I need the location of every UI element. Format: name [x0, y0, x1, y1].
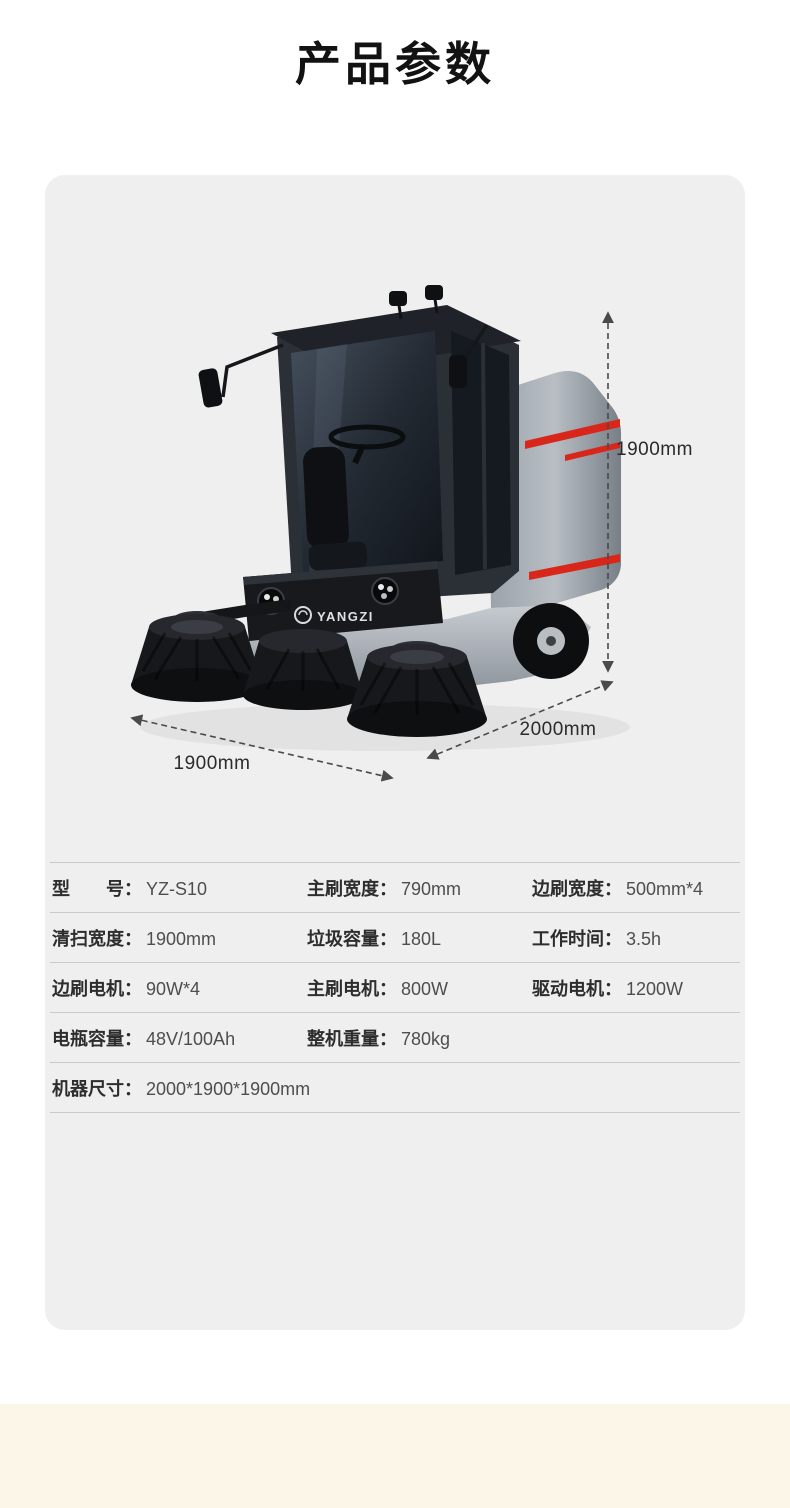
main-brush-center: [243, 629, 363, 710]
brand-logo: YANGZI: [294, 606, 374, 624]
spec-label: 工作时间：: [532, 928, 622, 949]
side-brush-left: [131, 611, 263, 702]
spec-cell-weight: 整机重量： 780kg: [305, 1025, 530, 1051]
beacon-lights: [389, 285, 443, 320]
spec-cell-model: 型 号： YZ-S10: [50, 875, 305, 901]
dimension-width-label: 1900mm: [173, 753, 251, 774]
product-card: YANGZI: [45, 175, 745, 1330]
headlight-right: [371, 577, 399, 605]
spec-cell-drive-motor: 驱动电机： 1200W: [530, 975, 740, 1001]
spec-cell-work-time: 工作时间： 3.5h: [530, 925, 740, 951]
spec-label: 型 号：: [52, 878, 142, 899]
page-title: 产品参数: [295, 38, 495, 90]
spec-label: 边刷宽度：: [532, 878, 622, 899]
spec-value: 790mm: [401, 878, 462, 899]
spec-value: YZ-S10: [146, 878, 208, 899]
spec-label: 主刷宽度：: [307, 878, 397, 899]
dimension-height-label: 1900mm: [616, 439, 693, 460]
side-mirrors: [198, 324, 489, 408]
spec-value: 3.5h: [626, 928, 662, 949]
rear-wheel: [513, 603, 589, 679]
red-stripe-bottom: [529, 554, 620, 580]
spec-row: 电瓶容量： 48V/100Ah 整机重量： 780kg: [50, 1013, 740, 1063]
driver-seat: [303, 446, 349, 550]
spec-row: 机器尺寸： 2000*1900*1900mm: [50, 1063, 740, 1113]
spec-cell-bin-capacity: 垃圾容量： 180L: [305, 925, 530, 951]
spec-label: 清扫宽度：: [52, 928, 142, 949]
spec-label: 垃圾容量：: [307, 928, 397, 949]
spec-value: 780kg: [401, 1028, 451, 1049]
spec-value: 180L: [401, 928, 442, 949]
machine-cabin: [271, 305, 521, 605]
spec-label: 驱动电机：: [532, 978, 622, 999]
side-brush-right: [347, 641, 487, 737]
spec-label: 主刷电机：: [307, 978, 397, 999]
spec-cell-main-brush-motor: 主刷电机： 800W: [305, 975, 530, 1001]
spec-label: 机器尺寸：: [52, 1078, 142, 1099]
spec-row: 清扫宽度： 1900mm 垃圾容量： 180L 工作时间： 3.5h: [50, 913, 740, 963]
spec-cell-battery: 电瓶容量： 48V/100Ah: [50, 1025, 305, 1051]
steering-wheel: [328, 424, 406, 450]
sweeper-illustration: YANGZI: [130, 285, 630, 782]
spec-value: 2000*1900*1900mm: [146, 1078, 311, 1099]
spec-cell-clean-width: 清扫宽度： 1900mm: [50, 925, 305, 951]
spec-cell-machine-size: 机器尺寸： 2000*1900*1900mm: [50, 1075, 740, 1101]
spec-row: 边刷电机： 90W*4 主刷电机： 800W 驱动电机： 1200W: [50, 963, 740, 1013]
front-bumper: YANGZI: [243, 561, 443, 641]
dimension-line-length: [426, 680, 614, 760]
spec-row: 型 号： YZ-S10 主刷宽度： 790mm 边刷宽度： 500mm*4: [50, 863, 740, 913]
spec-value: 1200W: [626, 978, 684, 999]
spec-label: 整机重量：: [307, 1028, 397, 1049]
footer-band: [0, 1404, 790, 1508]
spec-cell-side-brush-motor: 边刷电机： 90W*4: [50, 975, 305, 1001]
dimension-length-label: 2000mm: [519, 719, 597, 740]
spec-value: 800W: [401, 978, 449, 999]
spec-value: 1900mm: [146, 928, 217, 949]
spec-table: 型 号： YZ-S10 主刷宽度： 790mm 边刷宽度： 500mm*4 清扫…: [50, 862, 740, 1113]
spec-cell-main-brush-width: 主刷宽度： 790mm: [305, 875, 530, 901]
dimension-lines: [130, 311, 614, 782]
spec-cell-side-brush-width: 边刷宽度： 500mm*4: [530, 875, 740, 901]
spec-value: 90W*4: [146, 978, 201, 999]
spec-value: 500mm*4: [626, 878, 704, 899]
spec-label: 边刷电机：: [52, 978, 142, 999]
spec-label: 电瓶容量：: [52, 1028, 142, 1049]
product-figure: YANGZI: [95, 275, 705, 835]
spec-value: 48V/100Ah: [146, 1028, 236, 1049]
brand-logo-text: YANGZI: [317, 609, 374, 624]
red-stripe-top: [525, 419, 620, 449]
dimension-line-width: [130, 714, 394, 782]
